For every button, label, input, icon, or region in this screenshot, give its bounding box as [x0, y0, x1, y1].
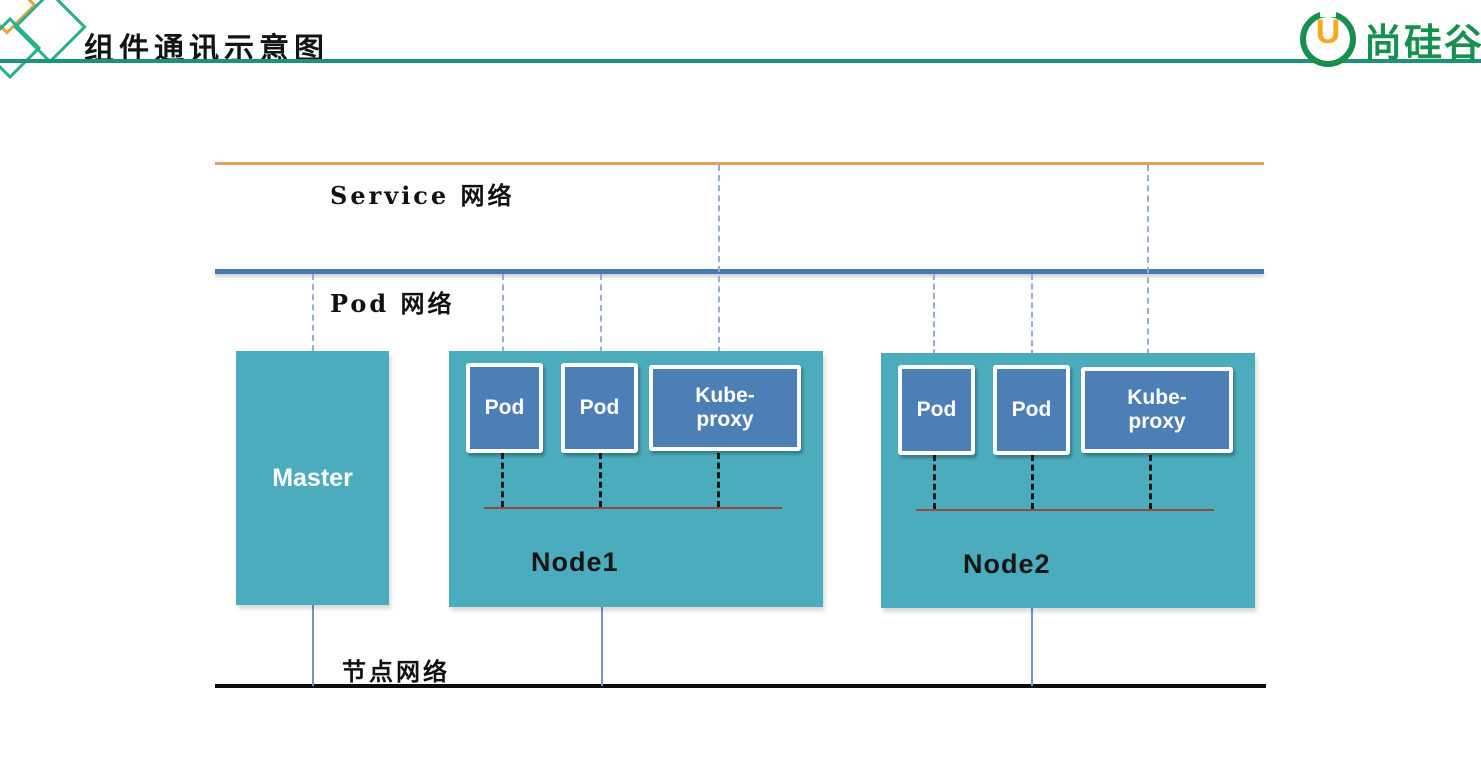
brand-name: 尚硅谷	[1364, 22, 1481, 65]
node-network-line	[215, 684, 1266, 688]
node1-kubeproxy-bus-dash	[717, 453, 720, 507]
node2-pod1-box: Pod	[898, 365, 975, 455]
node2-box: Pod Pod Kube- proxy Node2	[881, 353, 1255, 608]
pod-network-line	[215, 269, 1264, 274]
node1-pod2-bus-dash	[599, 453, 602, 507]
connector-podnet-node2-pod1	[933, 274, 935, 365]
connector-nodenet-node2	[1031, 608, 1033, 686]
connector-podnet-node1-pod1	[502, 274, 504, 363]
node1-box: Pod Pod Kube- proxy Node1	[449, 351, 823, 607]
kubeproxy-label-line2: proxy	[1128, 410, 1186, 433]
node1-pod2-box: Pod	[561, 363, 638, 453]
node2-pod1-bus-dash	[933, 455, 936, 509]
connector-podnet-master	[312, 274, 314, 351]
service-network-line	[215, 162, 1264, 165]
connector-nodenet-node1	[601, 607, 603, 686]
connector-podnet-node1-pod2	[600, 274, 602, 363]
node1-pod1-bus-dash	[501, 453, 504, 507]
pod-label: Pod	[579, 395, 620, 419]
service-network-label: Service 网络	[330, 181, 515, 210]
master-box: Master	[236, 351, 389, 605]
kubeproxy-label-line2: proxy	[696, 408, 754, 431]
brand-ring-icon: U	[1300, 9, 1356, 67]
node2-pod2-box: Pod	[993, 365, 1070, 455]
connector-servicenet-node1-kubeproxy	[718, 165, 720, 363]
node2-pod2-bus-dash	[1031, 455, 1034, 509]
pod-network-label: Pod 网络	[330, 289, 455, 318]
brand-u-glyph: U	[1315, 13, 1341, 51]
pod-label: Pod	[1011, 397, 1052, 421]
node2-internal-bus	[916, 509, 1214, 511]
node-network-label: 节点网络	[342, 657, 450, 686]
connector-nodenet-master	[312, 605, 314, 686]
node1-pod1-box: Pod	[466, 363, 543, 453]
brand-logo: U 尚硅谷	[1300, 9, 1481, 68]
connector-servicenet-node2-kubeproxy	[1147, 165, 1149, 365]
master-label: Master	[272, 463, 353, 492]
node2-kubeproxy-bus-dash	[1149, 455, 1152, 509]
node2-kubeproxy-box: Kube- proxy	[1081, 367, 1233, 453]
node2-label: Node2	[963, 549, 1051, 579]
node1-kubeproxy-box: Kube- proxy	[649, 365, 801, 451]
pod-label: Pod	[916, 397, 957, 421]
kubeproxy-label-line1: Kube-	[695, 383, 755, 407]
header-divider	[0, 59, 1481, 63]
kubeproxy-label-line1: Kube-	[1127, 385, 1187, 409]
connector-podnet-node2-pod2	[1031, 274, 1033, 365]
node1-internal-bus	[484, 507, 782, 509]
node1-label: Node1	[531, 547, 619, 577]
pod-label: Pod	[484, 395, 525, 419]
